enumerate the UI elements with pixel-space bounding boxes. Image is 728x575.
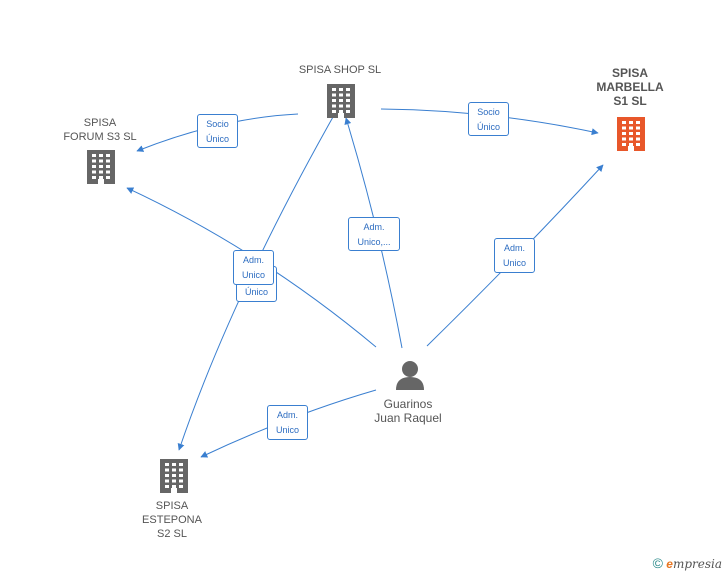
edge-label-line: Único bbox=[476, 122, 500, 132]
node-label-line: SPISA bbox=[611, 66, 648, 80]
node-label-line: SPISA bbox=[155, 500, 189, 512]
edge-label-line: Unico bbox=[275, 425, 299, 435]
edge-label-line: Adm. bbox=[276, 410, 298, 420]
building-icon-spisa-marbella[interactable] bbox=[617, 117, 645, 151]
edge-label-shop-marbella[interactable]: Socio Único bbox=[468, 102, 509, 136]
brand-logo-initial: e bbox=[666, 557, 673, 571]
edge-label-line: Socio bbox=[477, 107, 500, 117]
node-label-spisa-shop[interactable]: SPISA SHOP SL bbox=[288, 63, 392, 77]
building-icon-spisa-shop[interactable] bbox=[327, 84, 355, 118]
copyright-symbol: © bbox=[652, 555, 663, 571]
edge-label-line: Socio bbox=[206, 119, 229, 129]
node-label-spisa-marbella[interactable]: SPISA MARBELLA S1 SL bbox=[580, 66, 680, 108]
edge-label-person-marbella[interactable]: Adm. Unico bbox=[494, 238, 535, 273]
edge-label-line: Unico bbox=[241, 270, 265, 280]
building-icon-spisa-forum[interactable] bbox=[87, 150, 115, 184]
node-label-line: ESTEPONA bbox=[142, 514, 202, 526]
node-label-line: Guarinos bbox=[383, 397, 433, 411]
person-icon-guarinos[interactable] bbox=[396, 361, 424, 390]
edge-label-line: Único bbox=[244, 287, 268, 297]
node-label-line: SPISA bbox=[83, 117, 117, 129]
edge-label-line: Unico bbox=[502, 258, 526, 268]
brand-name: mpresia bbox=[672, 557, 722, 571]
node-label-person[interactable]: Guarinos Juan Raquel bbox=[358, 397, 458, 425]
edge-label-person-forum[interactable]: Adm. Unico bbox=[233, 250, 274, 285]
node-label-line: S1 SL bbox=[613, 94, 647, 108]
edge-label-line: Adm. bbox=[242, 255, 264, 265]
node-label-line: Juan Raquel bbox=[374, 411, 442, 425]
edge-label-shop-forum[interactable]: Socio Único bbox=[197, 114, 238, 148]
edge-label-line: Adm. bbox=[363, 222, 385, 232]
building-icon-spisa-estepona[interactable] bbox=[160, 459, 188, 493]
edge-label-line: Unico,... bbox=[357, 237, 391, 247]
edge-label-person-shop[interactable]: Adm. Unico,... bbox=[348, 217, 400, 251]
node-label-line: MARBELLA bbox=[596, 80, 664, 94]
node-label-spisa-forum[interactable]: SPISA FORUM S3 SL bbox=[50, 116, 150, 144]
edge-label-line: Adm. bbox=[503, 243, 525, 253]
node-label-line: S2 SL bbox=[157, 528, 187, 540]
edge-label-line: Único bbox=[205, 134, 229, 144]
node-label-spisa-estepona[interactable]: SPISA ESTEPONA S2 SL bbox=[122, 499, 222, 541]
icons bbox=[87, 84, 645, 493]
copyright-brand[interactable]: © empresia bbox=[653, 555, 722, 571]
node-label-line: SPISA SHOP SL bbox=[298, 64, 382, 76]
edge-label-person-estepona[interactable]: Adm. Unico bbox=[267, 405, 308, 440]
node-label-line: FORUM S3 SL bbox=[63, 131, 137, 143]
